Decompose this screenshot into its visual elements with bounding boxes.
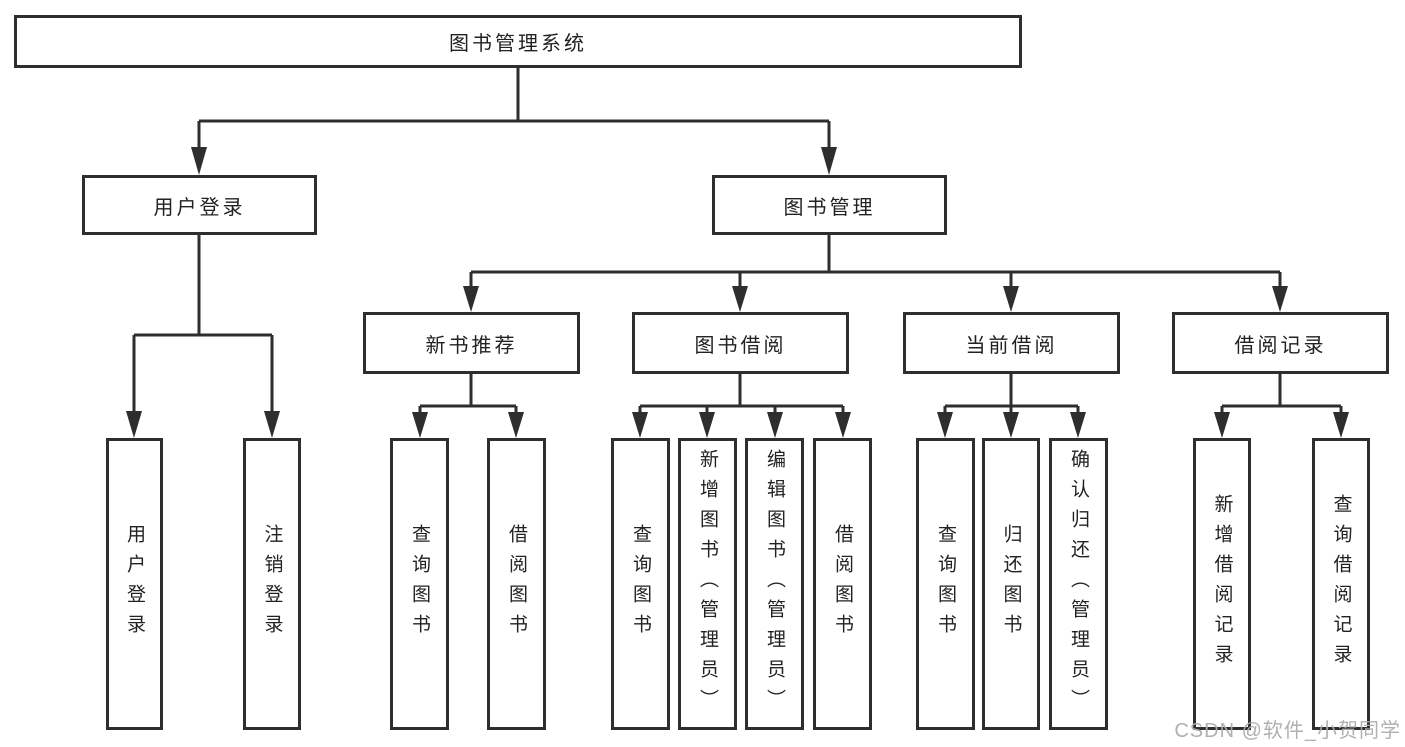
node-label: 借阅图书: [832, 524, 853, 644]
leaf-user-login: 用户登录: [106, 438, 163, 730]
node-borrowing-records: 借阅记录: [1172, 312, 1389, 374]
leaf-confirm-return-admin: 确认归还（管理员）: [1049, 438, 1108, 730]
node-label: 注销登录: [261, 524, 283, 644]
csdn-watermark: CSDN @软件_小贺同学: [1174, 720, 1401, 742]
node-library-management-system: 图书管理系统: [14, 15, 1022, 68]
node-label: 查询图书: [935, 524, 956, 644]
connector-new-book-recommend-to-leaves: [418, 374, 518, 416]
node-label: 查询图书: [409, 524, 430, 644]
node-book-borrowing: 图书借阅: [632, 312, 849, 374]
connector-root-to-level2: [197, 68, 831, 152]
node-label: 图书借阅: [694, 334, 787, 357]
leaf-query-borrow-record: 查询借阅记录: [1312, 438, 1370, 730]
node-label: 新增图书（管理员）: [697, 449, 718, 719]
node-label: 图书管理系统: [449, 33, 587, 55]
leaf-borrow-books: 借阅图书: [487, 438, 546, 730]
connector-book-borrowing-to-leaves: [638, 374, 845, 416]
leaf-add-borrow-record: 新增借阅记录: [1193, 438, 1251, 730]
leaf-borrow-books: 借阅图书: [813, 438, 872, 730]
node-current-borrowing: 当前借阅: [903, 312, 1120, 374]
node-new-book-recommend: 新书推荐: [363, 312, 580, 374]
node-label: 编辑图书（管理员）: [764, 449, 785, 719]
node-label: 确认归还（管理员）: [1068, 449, 1089, 719]
leaf-return-books: 归还图书: [982, 438, 1040, 730]
leaf-add-books-admin: 新增图书（管理员）: [678, 438, 737, 730]
node-label: 归还图书: [1000, 524, 1022, 644]
connector-user-login-to-leaves: [132, 235, 274, 416]
node-label: 借阅记录: [1234, 334, 1327, 357]
node-label: 当前借阅: [965, 334, 1058, 357]
node-label: 新书推荐: [425, 334, 518, 357]
leaf-query-books: 查询图书: [390, 438, 449, 730]
arrowheads: [126, 147, 1349, 438]
node-label: 新增借阅记录: [1211, 494, 1233, 674]
connector-borrowing-records-to-leaves: [1220, 374, 1343, 416]
node-book-management: 图书管理: [712, 175, 947, 235]
leaf-logout: 注销登录: [243, 438, 301, 730]
node-label: 查询图书: [630, 524, 651, 644]
node-label: 用户登录: [153, 196, 246, 219]
node-label: 用户登录: [124, 524, 145, 644]
leaf-edit-books-admin: 编辑图书（管理员）: [745, 438, 804, 730]
node-label: 图书管理: [783, 196, 876, 219]
connector-book-management-to-level3: [469, 235, 1282, 290]
connector-current-borrowing-to-leaves: [943, 374, 1080, 416]
leaf-query-books: 查询图书: [611, 438, 670, 730]
node-label: 借阅图书: [506, 524, 527, 644]
node-user-login: 用户登录: [82, 175, 317, 235]
node-label: 查询借阅记录: [1330, 494, 1352, 674]
leaf-query-books: 查询图书: [916, 438, 975, 730]
